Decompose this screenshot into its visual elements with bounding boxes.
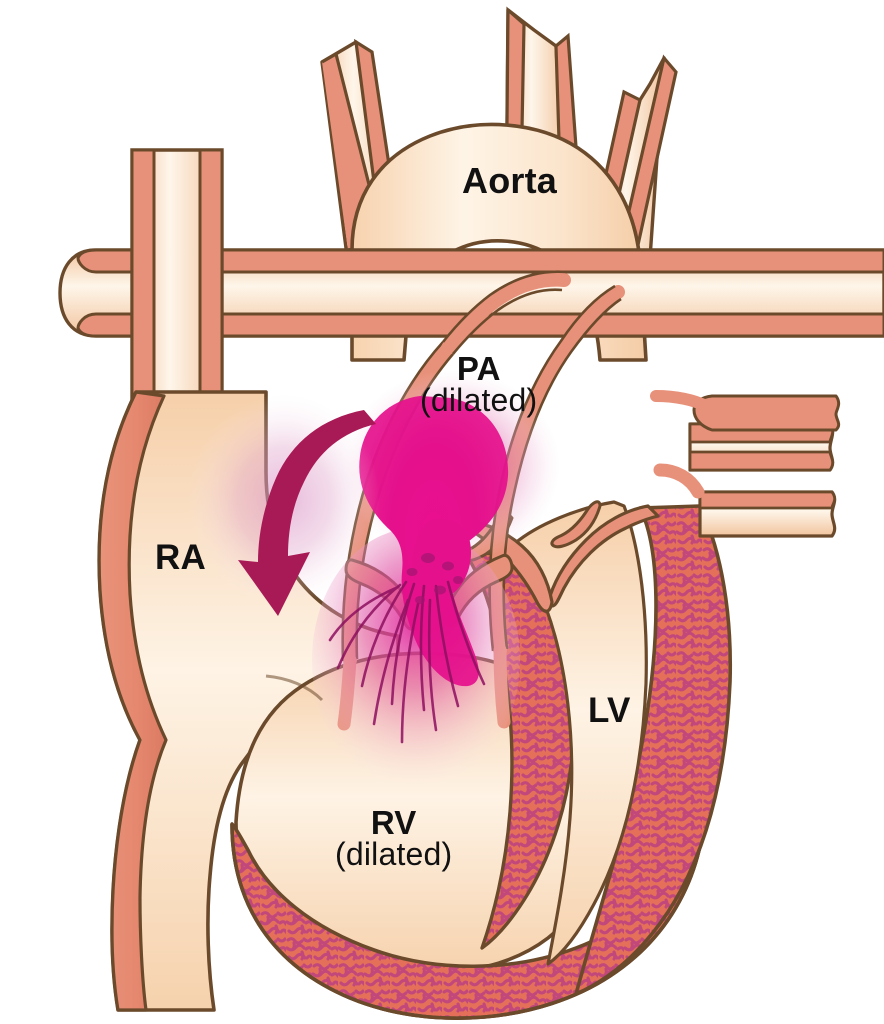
- superior-vena-cava: [130, 148, 224, 472]
- flow-arrow: [238, 410, 376, 616]
- tricuspid-valve: [265, 674, 324, 702]
- pulmonary-veins: [650, 390, 841, 538]
- regurgitant-jet: [312, 370, 560, 792]
- left-atrium: [552, 304, 700, 512]
- left-ventricle-myocardium: [574, 504, 733, 996]
- right-atrium: [97, 390, 400, 1012]
